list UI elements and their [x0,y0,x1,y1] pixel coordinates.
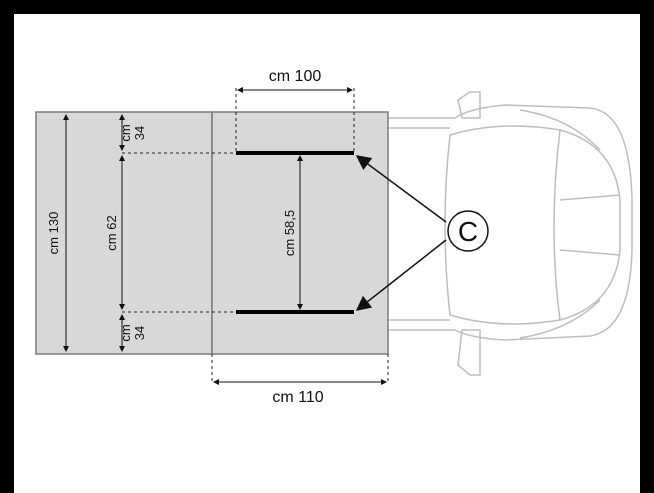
dimension-lines [63,87,387,385]
marker-c-circle [447,210,489,252]
svg-text:cm: cm [118,324,133,341]
dim-bottom-offset: cm 34 [118,324,147,341]
left-panel [35,111,213,355]
svg-text:34: 34 [132,326,147,340]
dim-bottom-width: cm 110 [272,389,323,406]
car-outline-icon [388,91,633,376]
arrow-icon [355,239,447,311]
dim-top-offset: cm 34 [118,124,147,141]
svg-text:cm: cm [118,124,133,141]
dim-top-width: cm 100 [269,68,322,85]
dim-total-height: cm 130 [46,212,61,255]
marker-c-label: C [458,216,478,247]
svg-text:34: 34 [132,126,147,140]
dashed-guides [122,88,389,384]
dim-inner-height: cm 62 [104,215,119,250]
dim-bar-spacing: cm 58,5 [282,210,297,256]
arrow-icon [355,155,447,223]
